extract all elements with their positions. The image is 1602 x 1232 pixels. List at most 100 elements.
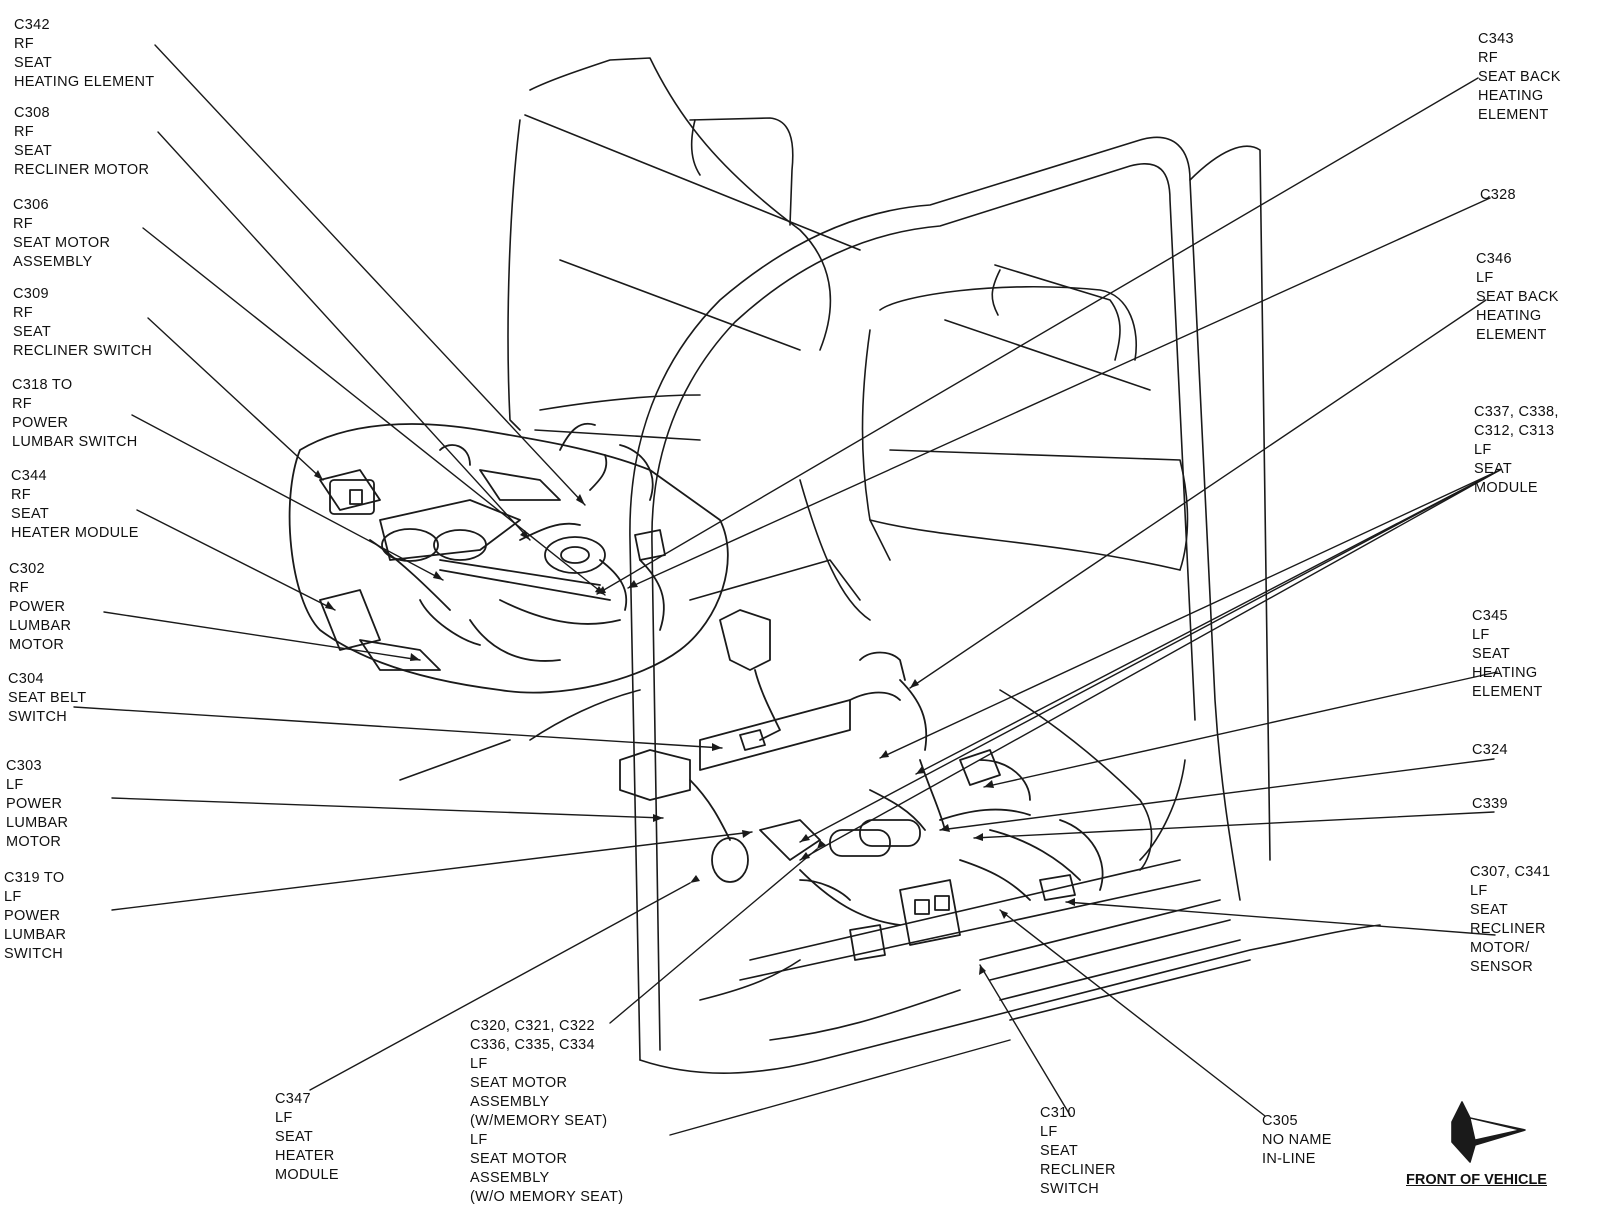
callout-line: SEAT xyxy=(1474,461,1512,477)
front-of-vehicle-arrow-icon xyxy=(1451,1101,1526,1163)
callout-line: LF xyxy=(1470,883,1488,899)
callout-line: HEATING xyxy=(1472,665,1538,681)
callout-line: MOTOR/ xyxy=(1470,940,1530,956)
callout-line: MODULE xyxy=(1474,480,1538,496)
callout-line: ELEMENT xyxy=(1476,327,1547,343)
callout-line: C342 xyxy=(14,17,50,33)
callout-line: SWITCH xyxy=(4,946,63,962)
callout-line: SEAT xyxy=(11,506,49,522)
callout-line: SEAT xyxy=(13,324,51,340)
callout-line: HEATING xyxy=(1478,88,1544,104)
callout-line: HEATING ELEMENT xyxy=(14,74,155,90)
callout-line: HEATER xyxy=(275,1148,335,1164)
callout-line: RF xyxy=(14,36,34,52)
callout-line: MODULE xyxy=(275,1167,339,1183)
callout-line: C345 xyxy=(1472,608,1508,624)
callout-line: SEAT BACK xyxy=(1478,69,1561,85)
callout-line: SEAT xyxy=(275,1129,313,1145)
callout-line: LF xyxy=(6,777,24,793)
callout-line: LF xyxy=(275,1110,293,1126)
callout-line: SEAT xyxy=(1040,1143,1078,1159)
callout-line: LF xyxy=(1476,270,1494,286)
callout-line: RECLINER xyxy=(1040,1162,1116,1178)
callout-line: ASSEMBLY xyxy=(13,254,93,270)
callout-line: RF xyxy=(14,124,34,140)
callout-line: LF xyxy=(1474,442,1492,458)
callout-line: C344 xyxy=(11,468,47,484)
callout-line: IN-LINE xyxy=(1262,1151,1316,1167)
callout-line: LF xyxy=(1040,1124,1058,1140)
callout-line: C336, C335, C334 xyxy=(470,1037,595,1053)
vehicle-body-outline xyxy=(399,57,1381,1074)
callout-line: ASSEMBLY xyxy=(470,1170,550,1186)
callout-line: RF xyxy=(11,487,31,503)
callout-c339: C339 xyxy=(1472,795,1508,814)
callout-line: C328 xyxy=(1480,187,1516,203)
callout-line: C312, C313 xyxy=(1474,423,1555,439)
callout-line: MOTOR xyxy=(9,637,65,653)
callout-line: C306 xyxy=(13,197,49,213)
callout-line: (W/MEMORY SEAT) xyxy=(470,1113,608,1129)
callout-line: C305 xyxy=(1262,1113,1298,1129)
callout-line: LF xyxy=(4,889,22,905)
callout-line: SEAT xyxy=(14,55,52,71)
callout-line: C346 xyxy=(1476,251,1512,267)
callout-line: POWER xyxy=(9,599,66,615)
callout-line: ELEMENT xyxy=(1478,107,1549,123)
callout-line: LF xyxy=(470,1056,488,1072)
callout-line: RF xyxy=(13,216,33,232)
callout-line: C319 TO xyxy=(4,870,65,886)
callout-line: SEAT MOTOR xyxy=(470,1151,568,1167)
callout-c319: C319 TO LF POWER LUMBAR SWITCH xyxy=(4,869,66,964)
callout-line: NO NAME xyxy=(1262,1132,1332,1148)
leader-arrowheads xyxy=(314,470,1075,975)
callout-line: LF xyxy=(1472,627,1490,643)
callout-line: C318 TO xyxy=(12,377,73,393)
callout-line: SEAT xyxy=(14,143,52,159)
rf-seat-assembly xyxy=(288,422,729,694)
leader-lines xyxy=(73,44,1501,1136)
callout-line: HEATER MODULE xyxy=(11,525,139,541)
callout-line: C303 xyxy=(6,758,42,774)
callout-line: MOTOR xyxy=(6,834,62,850)
callout-line: ASSEMBLY xyxy=(470,1094,550,1110)
callout-line: RF xyxy=(1478,50,1498,66)
callout-line: C309 xyxy=(13,286,49,302)
callout-line: LF xyxy=(470,1132,488,1148)
callout-c324: C324 xyxy=(1472,741,1508,760)
callout-line: ELEMENT xyxy=(1472,684,1543,700)
callout-line: SEAT MOTOR xyxy=(13,235,111,251)
callout-line: C337, C338, xyxy=(1474,404,1559,420)
callout-line: POWER xyxy=(12,415,69,431)
callout-line: SENSOR xyxy=(1470,959,1534,975)
callout-line: C302 xyxy=(9,561,45,577)
callout-line: C347 xyxy=(275,1091,311,1107)
callout-line: C304 xyxy=(8,671,44,687)
callout-line: LUMBAR xyxy=(9,618,72,634)
callout-line: LUMBAR SWITCH xyxy=(12,434,138,450)
callout-line: SEAT xyxy=(1470,902,1508,918)
callout-line: SWITCH xyxy=(1040,1181,1099,1197)
callout-line: POWER xyxy=(4,908,61,924)
callout-line: LUMBAR xyxy=(4,927,67,943)
callout-line: C308 xyxy=(14,105,50,121)
lf-seat-assembly xyxy=(619,609,1104,961)
callout-line: RECLINER xyxy=(1470,921,1546,937)
callout-line: SEAT BACK xyxy=(1476,289,1559,305)
callout-line: (W/O MEMORY SEAT) xyxy=(470,1189,624,1205)
